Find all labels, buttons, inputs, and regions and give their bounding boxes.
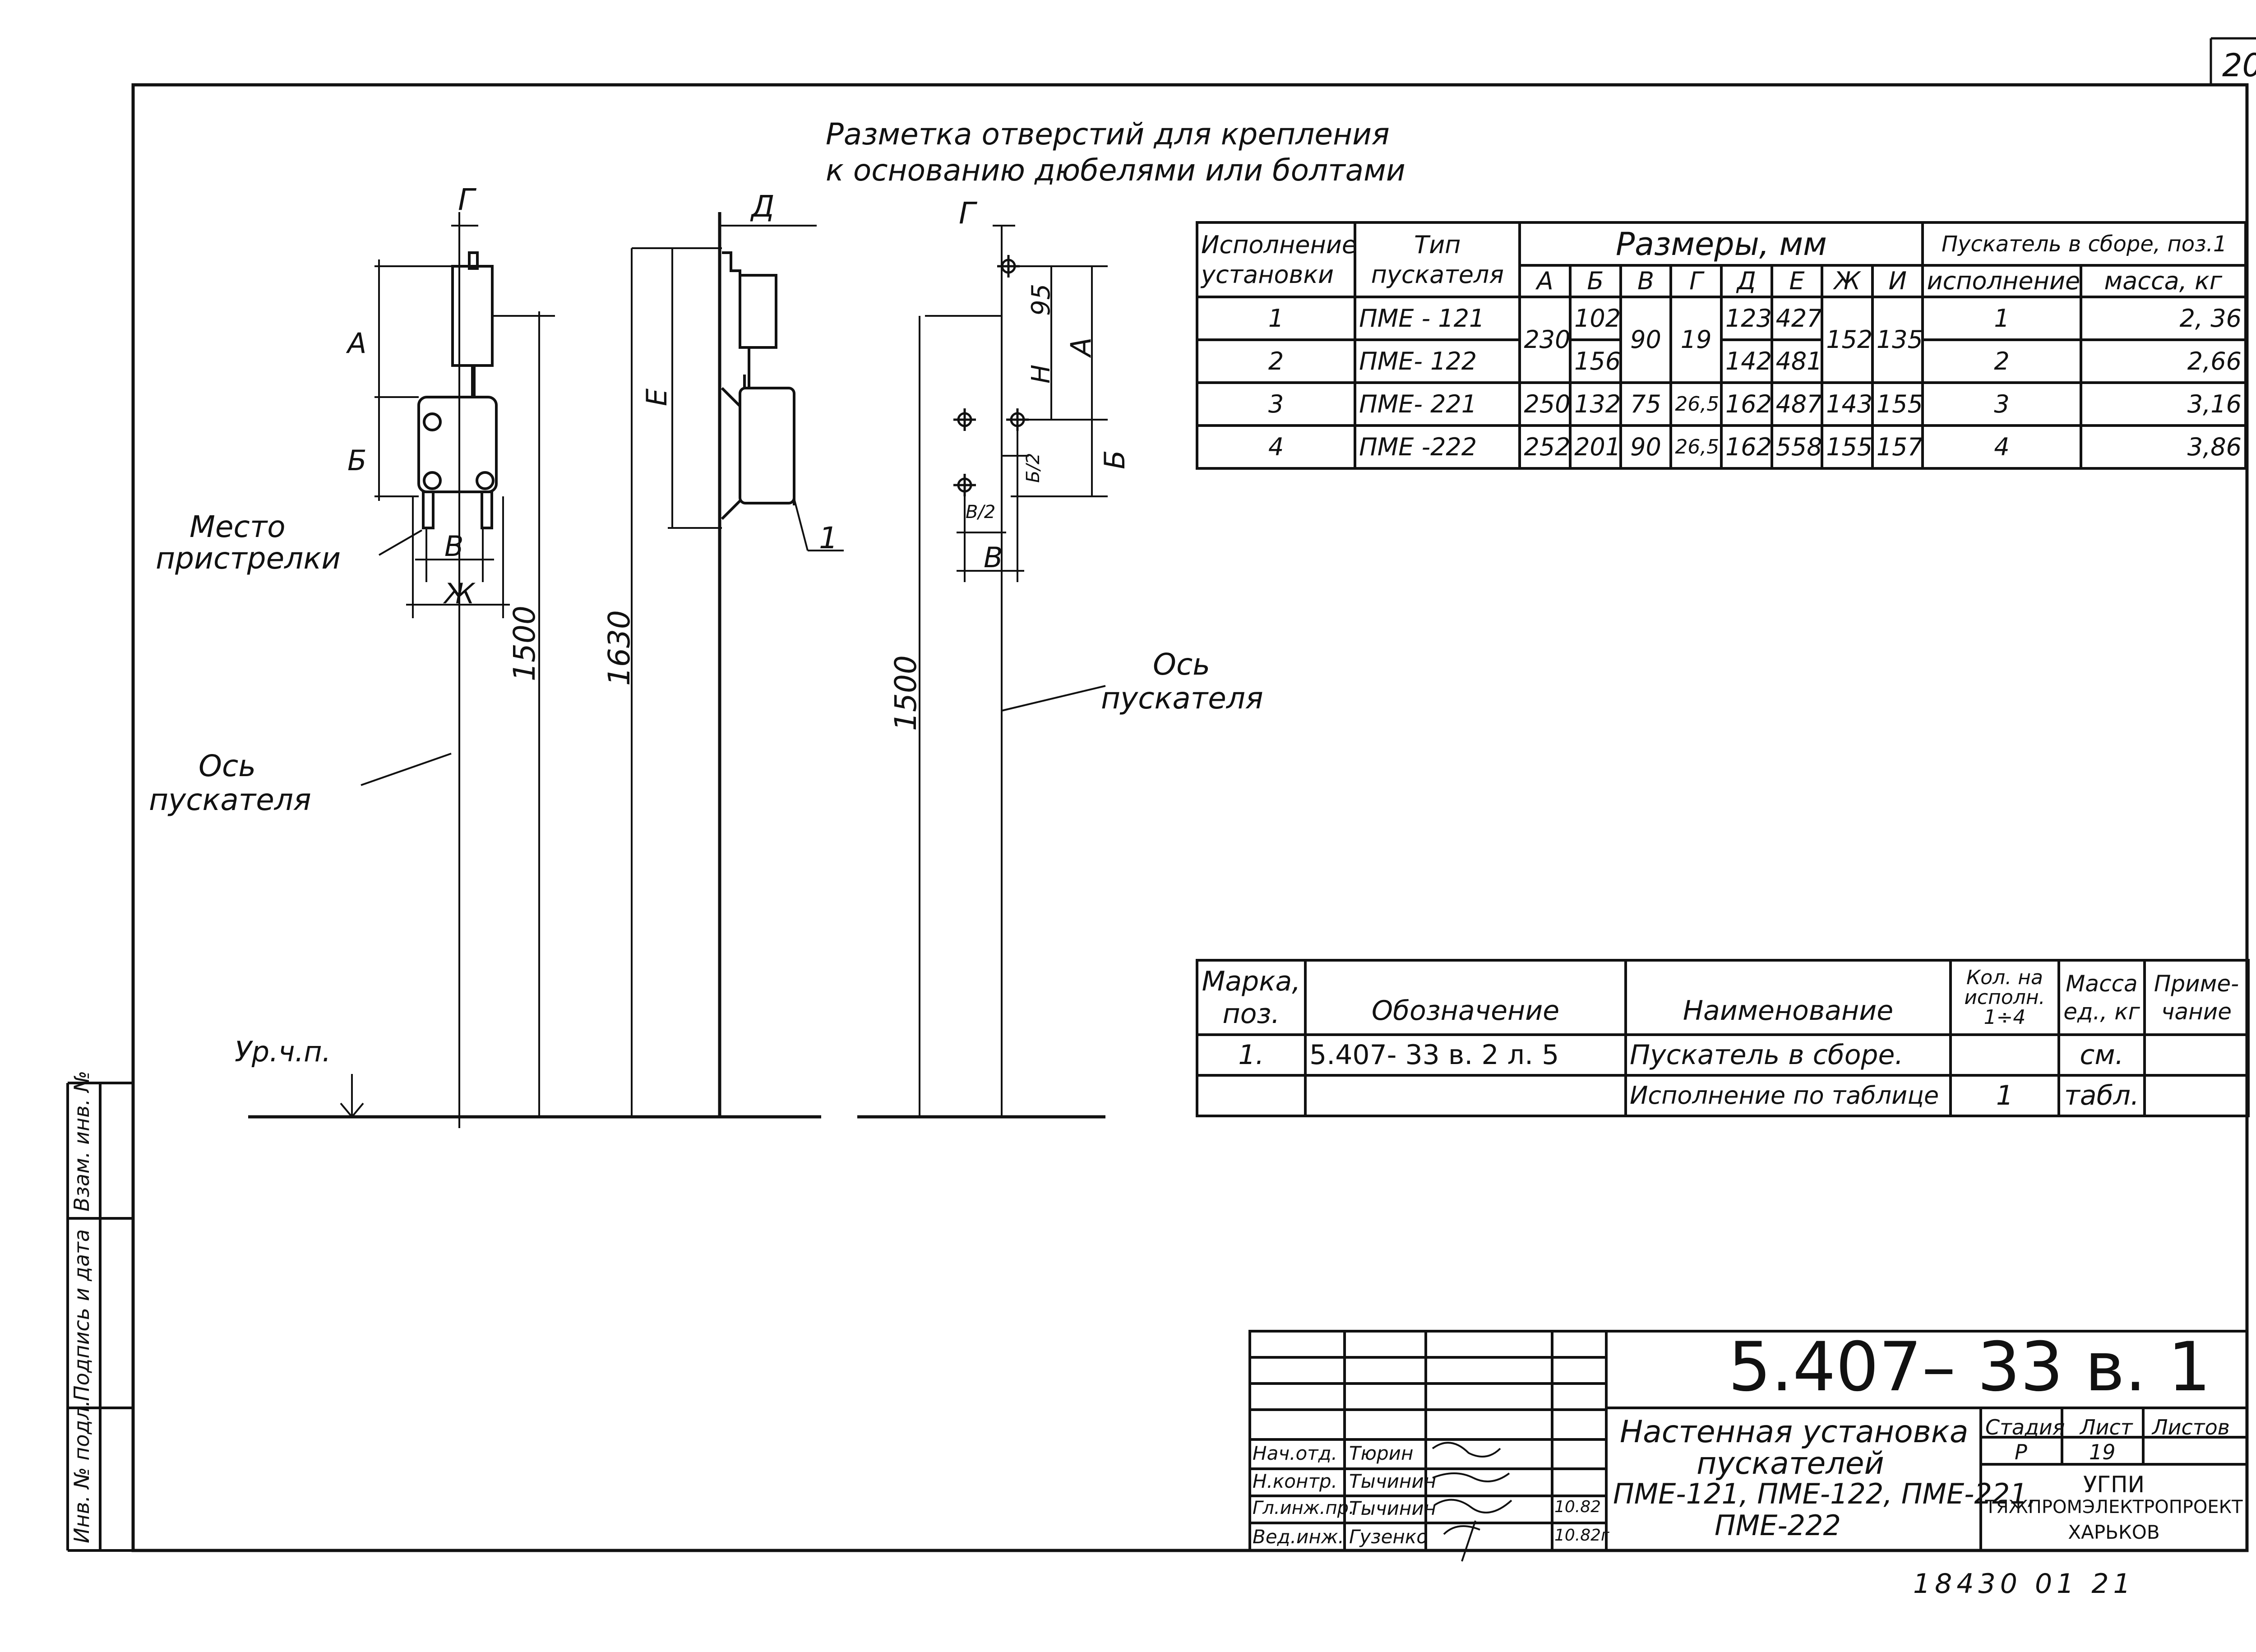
dim-header-i: И xyxy=(1871,264,1924,298)
sheets-header: Листов xyxy=(2152,1415,2230,1439)
header-puskatel: Пускатель в сборе, поз.1 xyxy=(1921,221,2247,267)
side-stamp-vzam: Взам. инв. № xyxy=(69,1070,94,1212)
org-name-2: ТЯЖПРОМЭЛЕКТРОПРОЕКТ xyxy=(1985,1497,2243,1518)
date-ved-inzh: 10.82г xyxy=(1554,1526,1609,1545)
doc-code: 5.407– 33 в. 1 xyxy=(1728,1328,2211,1407)
title-block-lines xyxy=(1248,1330,2248,1552)
sheet-value: 19 xyxy=(2089,1440,2116,1464)
date-gl-inzh: 10.82 xyxy=(1554,1498,1601,1516)
table-row: Исполнение по таблице 1 табл. xyxy=(1196,1074,2250,1117)
dim-label-1630: 1630 xyxy=(602,610,637,686)
dim-header-b: Б xyxy=(1569,264,1622,298)
pos-1-label: 1 xyxy=(819,521,838,555)
dim-label-v1: В xyxy=(444,530,464,563)
sheet-number: 20 xyxy=(2222,47,2256,84)
bom-table: Марка,поз. Обозначение Наименование Кол.… xyxy=(1196,959,2250,1117)
front-view xyxy=(248,212,632,1128)
table-row: 1. 5.407- 33 в. 2 л. 5 Пускатель в сборе… xyxy=(1196,1033,2250,1077)
table-row: 1 ПМЕ - 121 230 102 90 19 123 427 152 13… xyxy=(1195,296,2247,384)
table-row: 4 ПМЕ -222 252 201 90 26,5 162 558 155 1… xyxy=(1195,424,2247,470)
label-floor: Ур.ч.п. xyxy=(235,1035,331,1068)
table-row: 3 ПМЕ- 221 250 132 75 26,5 162 487 143 1… xyxy=(1195,381,2247,427)
label-axis-left-2: пускателя xyxy=(149,782,311,817)
dim-label-b1: Б xyxy=(347,444,367,477)
dim-label-d2: Д xyxy=(751,189,775,224)
dim-label-g1: Г xyxy=(458,182,475,217)
hole-marking-title-2: к основанию дюбелями или болтами xyxy=(826,153,1405,188)
name-nach-otd: Тюрин xyxy=(1349,1442,1414,1464)
drawing-frame xyxy=(131,83,2249,1552)
side-view xyxy=(602,212,844,1119)
title-line-4: ПМЕ-222 xyxy=(1715,1509,1841,1542)
dim-label-95: 95 xyxy=(1026,283,1056,316)
dim-header-a: А xyxy=(1518,264,1572,298)
label-axis-right-1: Ось xyxy=(1153,647,1211,682)
name-ved-inzh: Гузенко xyxy=(1349,1526,1428,1548)
dim-label-a1: А xyxy=(347,327,367,360)
hole-layout-view xyxy=(857,225,1108,1119)
archive-number: 18430 01 21 xyxy=(1913,1568,2135,1600)
hole-marking-title-1: Разметка отверстий для крепления xyxy=(826,117,1390,152)
org-name-1: УГПИ xyxy=(2083,1472,2145,1498)
name-n-kontr: Тычинин xyxy=(1349,1470,1437,1492)
signatures xyxy=(1432,1442,1512,1562)
header-massa: масса, кг xyxy=(2079,264,2247,298)
sheet-header: Лист xyxy=(2080,1415,2133,1439)
bom-header-marka: Марка,поз. xyxy=(1196,959,1307,1036)
dim-label-g3: Г xyxy=(959,196,975,231)
side-stamp-podpis: Подпись и дата xyxy=(69,1229,94,1401)
stage-header: Стадия xyxy=(1985,1415,2065,1439)
dim-label-zh1: Ж xyxy=(444,577,475,610)
side-stamp-inv-podl: Инв. № подл. xyxy=(69,1400,94,1543)
label-axis-right-2: пускателя xyxy=(1101,681,1263,716)
dim-header-g: Г xyxy=(1669,264,1723,298)
table-row: 2 ПМЕ- 122 156 142 481 2 2,66 xyxy=(1195,338,2247,384)
dim-label-1500b: 1500 xyxy=(888,655,923,731)
title-line-1: Настенная установка xyxy=(1620,1414,1969,1450)
role-ved-inzh: Вед.инж. xyxy=(1253,1526,1344,1548)
dim-label-half-b: Б/2 xyxy=(1023,453,1044,483)
dim-label-v3: В xyxy=(984,541,1003,574)
dim-label-b3: Б xyxy=(1098,450,1131,469)
dim-label-h3: Н xyxy=(1026,364,1056,384)
stage-value: Р xyxy=(2015,1440,2027,1464)
header-razmery: Размеры, мм xyxy=(1518,221,1924,267)
dim-label-half-v: В/2 xyxy=(966,502,996,523)
label-axis-left-1: Ось xyxy=(199,749,256,783)
org-name-3: ХАРЬКОВ xyxy=(2068,1521,2160,1543)
dim-label-e2: Е xyxy=(640,388,673,406)
dim-header-e: Е xyxy=(1770,264,1824,298)
dim-label-1500a: 1500 xyxy=(507,606,542,681)
label-mesto-1: Место xyxy=(190,509,286,544)
role-n-kontr: Н.контр. xyxy=(1253,1470,1337,1492)
title-line-3: ПМЕ-121, ПМЕ-122, ПМЕ-221, xyxy=(1613,1477,2037,1510)
dim-header-zh: Ж xyxy=(1821,264,1874,298)
bom-header-prim: Приме-чание xyxy=(2143,959,2250,1036)
bom-header-naimenovanie: Наименование xyxy=(1624,959,1952,1036)
dim-header-v: В xyxy=(1619,264,1673,298)
dim-label-a3: А xyxy=(1064,337,1097,356)
label-mesto-2: пристрелки xyxy=(156,541,341,576)
role-gl-inzh: Гл.инж.пр. xyxy=(1253,1498,1355,1518)
role-nach-otd: Нач.отд. xyxy=(1253,1442,1338,1464)
title-line-2: пускателей xyxy=(1697,1446,1884,1481)
header-isp: исполнение xyxy=(1921,264,2082,298)
bom-header-oboznachenie: Обозначение xyxy=(1304,959,1627,1036)
name-gl-inzh: Тычинин xyxy=(1349,1497,1437,1519)
dim-header-d: Д xyxy=(1720,264,1773,298)
